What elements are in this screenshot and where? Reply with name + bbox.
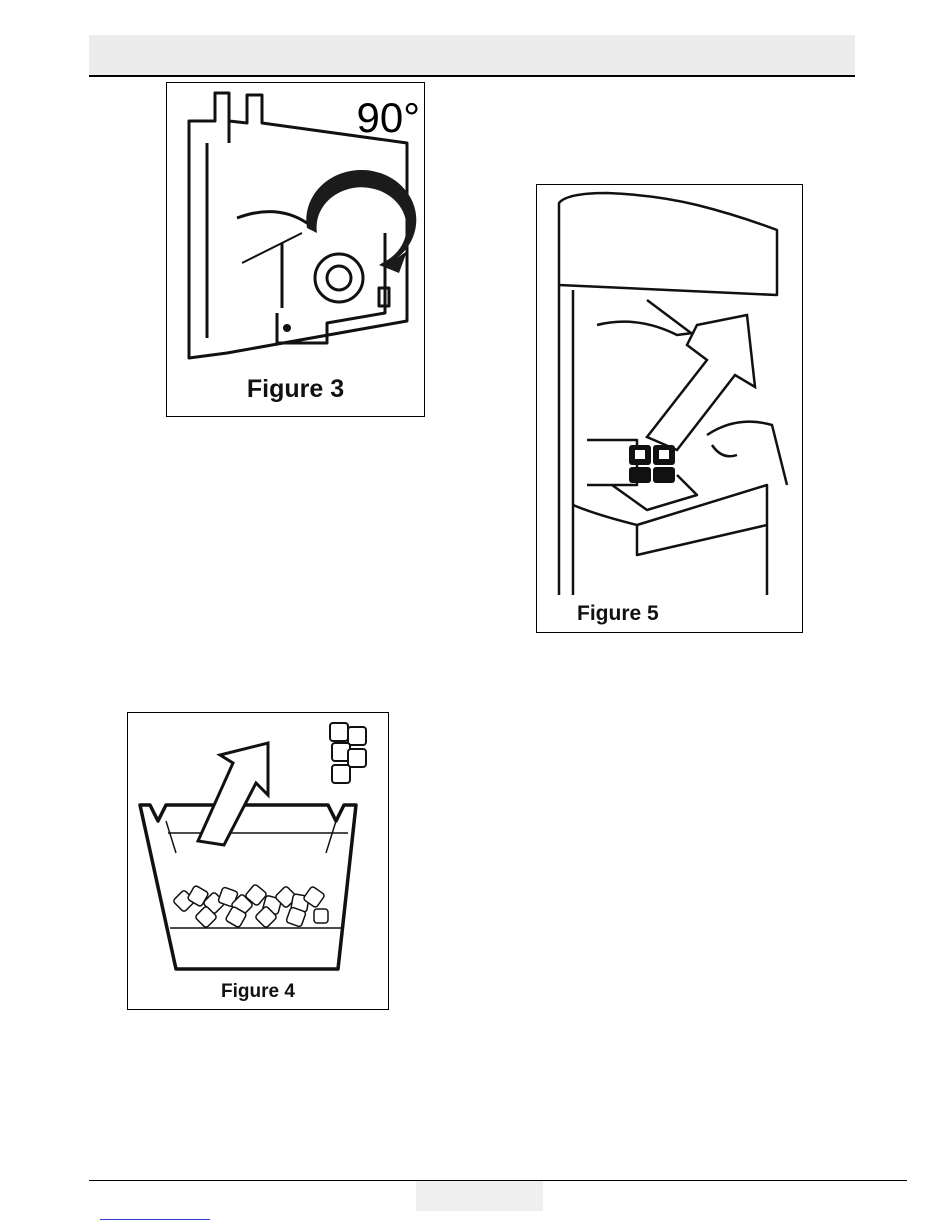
footer-link-underline[interactable] bbox=[100, 1219, 210, 1220]
footer-page-number-box bbox=[416, 1181, 543, 1211]
ice-bucket-illustration bbox=[128, 713, 390, 1011]
dispenser-removal-illustration bbox=[537, 185, 804, 634]
figure-3-caption: Figure 3 bbox=[167, 375, 424, 404]
figure-5-caption: Figure 5 bbox=[577, 602, 659, 626]
page-header-bar bbox=[89, 35, 855, 77]
figure-4-caption: Figure 4 bbox=[128, 981, 388, 1003]
figure-3: 90° Figure 3 bbox=[166, 82, 425, 417]
figure-4: Figure 4 bbox=[127, 712, 389, 1010]
rotation-angle-label: 90° bbox=[356, 97, 420, 139]
figure-5: Figure 5 bbox=[536, 184, 803, 633]
